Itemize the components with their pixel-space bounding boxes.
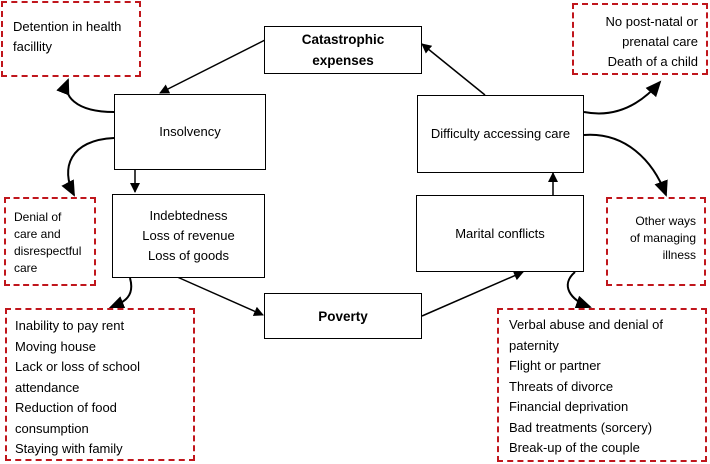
marital-label: Marital conflicts [455,225,545,241]
no-care-line-1: No post-natal or [605,14,699,29]
poverty-effect-1: Inability to pay rent [15,318,125,333]
arrow-poverty-to-marital [421,271,524,317]
poverty-label: Poverty [318,308,368,324]
poverty-effect-3: Lack or loss of school [15,359,141,374]
poverty-effects-note: Inability to pay rent Moving house Lack … [5,308,195,461]
conflict-effect-3: Flight or partner [509,358,601,373]
curve-difficulty-to-other-ways [583,133,668,197]
no-care-line-2: prenatal care [622,34,698,49]
conflict-effect-5: Financial deprivation [509,399,629,414]
curve-indebtedness-to-poverty-effects [108,277,133,310]
no-care-note: No post-natal or prenatal care Death of … [572,3,708,75]
other-ways-line-1: Other ways [635,214,696,228]
conflict-effect-4: Threats of divorce [509,378,614,394]
difficulty-label: Difficulty accessing care [430,126,571,141]
denial-line-1: Denial of [14,210,62,224]
insolvency-label: Insolvency [159,124,221,139]
indebtedness-line-1: Indebtedness [149,208,228,223]
curve-marital-to-conflict-effects [566,271,592,309]
other-ways-note: Other ways of managing illness [606,197,706,286]
detention-line-1: Detention in health [13,19,122,34]
conflict-effect-1: Verbal abuse and denial of [509,317,663,332]
denial-line-2: care and [14,227,61,241]
conflict-effects-note: Verbal abuse and denial of paternity Fli… [497,308,707,462]
detention-line-2: facillity [13,39,53,54]
arrow-indebtedness-to-poverty [174,275,264,316]
poverty-effect-6: consumption [15,420,89,436]
denial-line-4: care [14,261,38,275]
conflict-effect-2: paternity [509,337,559,353]
no-care-line-3: Death of a child [607,54,698,69]
poverty-effect-5: Reduction of food [15,400,117,415]
conflict-effect-7: Break-up of the couple [509,440,640,455]
indebtedness-line-2: Loss of revenue [142,228,235,243]
catastrophic-expenses-box: Catastrophic expenses [264,26,422,74]
other-ways-line-3: illness [662,248,696,262]
denial-note: Denial of care and disrespectful care [4,197,96,286]
difficulty-accessing-care-box: Difficulty accessing care [417,95,584,173]
curve-insolvency-to-denial [61,137,115,197]
poverty-box: Poverty [264,293,422,339]
indebtedness-line-3: Loss of goods [148,248,229,263]
arrow-catastrophic-to-insolvency [159,39,266,94]
catastrophic-line-1: Catastrophic [301,32,385,47]
indebtedness-box: Indebtedness Loss of revenue Loss of goo… [112,194,265,278]
poverty-effect-4: attendance [15,379,80,395]
poverty-effect-2: Moving house [15,338,96,354]
denial-line-3: disrespectful [14,244,82,258]
marital-conflicts-box: Marital conflicts [416,195,584,272]
arrow-difficulty-to-catastrophic [421,43,486,96]
conflict-effect-6: Bad treatments (sorcery) [509,419,653,435]
curve-difficulty-to-no-care [583,80,662,115]
catastrophic-line-2: expenses [312,53,374,68]
insolvency-box: Insolvency [114,94,266,170]
detention-note: Detention in health facillity [1,1,141,77]
poverty-effect-7: Staying with family [15,441,123,456]
curve-insolvency-to-detention [56,78,115,113]
other-ways-line-2: of managing [629,231,696,245]
